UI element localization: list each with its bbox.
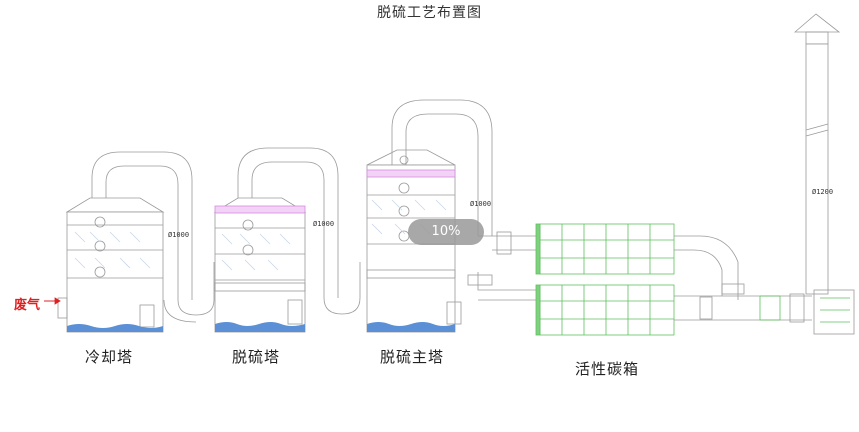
desulfurization-tower [213, 197, 307, 333]
loading-progress-badge: 10% [408, 219, 484, 245]
duct-3-diameter: Ø1000 [470, 200, 492, 208]
inlet-label: 废气 [14, 298, 41, 313]
water-pools [67, 322, 455, 332]
cooling-tower-label: 冷却塔 [85, 348, 134, 366]
cooling-tower [57, 197, 165, 333]
activated-carbon-boxes [535, 223, 675, 336]
duct-3 [391, 99, 540, 301]
activated-carbon-box-label: 活性碳箱 [575, 360, 640, 378]
main-desulfurization-tower-label: 脱硫主塔 [380, 348, 445, 366]
duct-2-diameter: Ø1000 [313, 220, 335, 228]
desulfurization-tower-label: 脱硫塔 [232, 348, 281, 366]
exhaust-stack [793, 13, 855, 335]
duct-1 [91, 151, 215, 323]
main-desulfurization-tower [366, 149, 462, 333]
duct-4 [674, 235, 812, 323]
stack-diameter: Ø1200 [812, 188, 834, 196]
duct-1-diameter: Ø1000 [168, 231, 190, 239]
duct-2 [237, 147, 361, 315]
diagram-title: 脱硫工艺布置图 [377, 5, 482, 21]
